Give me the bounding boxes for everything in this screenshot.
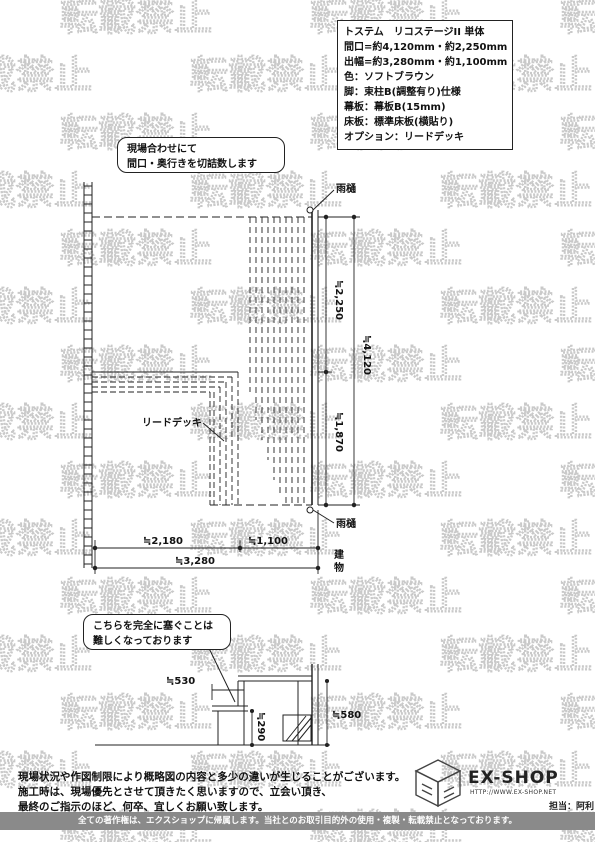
gap-note-line-1: こちらを完全に塞ぐことは [93, 621, 213, 632]
gutter-top-label: 雨樋 [336, 182, 356, 195]
spec-product: トステム リコステージII 単体 [344, 27, 485, 38]
footer-note-2: 施工時は、現場優先とさせて頂きたく思いますので、立会い頂き、 [18, 786, 332, 798]
lead-deck-label: リードデッキ [142, 416, 202, 429]
person-in-charge: 担当：阿利 [549, 802, 595, 812]
spec-floor: 床板：標準床板(横貼り) [344, 117, 454, 128]
copyright-bar: 全ての著作権は、エクスショップに帰属します。当社とのお取引目的外の使用・複製・転… [0, 812, 595, 830]
spec-depth: 出幅=約3,280mm・約1,100mm [344, 57, 508, 68]
spec-width: 間口=約4,120mm・約2,250mm [344, 42, 508, 53]
right-dimensions [318, 214, 360, 508]
building-label-2: 物 [334, 561, 344, 574]
building-wall [83, 182, 93, 568]
brand-name: EX-SHOP [468, 768, 559, 788]
dim-2180: ≒2,180 [143, 536, 183, 547]
gap-note-callout: こちらを完全に塞ぐことは 難しくなっております [83, 614, 231, 650]
gap-note-line-2: 難しくなっております [93, 636, 193, 647]
dim-4120: ≒4,120 [361, 335, 372, 375]
spec-option: オプション：リードデッキ [344, 132, 464, 143]
brand-logo: EX-SHOP HTTP://WWW.EX-SHOP.NET 担当：阿利 [412, 758, 594, 812]
dim-1870: ≒1,870 [333, 412, 344, 452]
footer-note-3: 最終のご指示のほど、何卒、宜しくお願い致します。 [18, 801, 269, 813]
section-view [95, 639, 330, 746]
dim-580: ≒580 [332, 710, 361, 721]
brand-url: HTTP://WWW.EX-SHOP.NET [470, 789, 557, 796]
dim-1100: ≒1,100 [248, 536, 288, 547]
spec-skirt: 幕板：幕板B(15mm) [344, 102, 446, 113]
cube-logo-icon [414, 759, 462, 808]
building-label-1: 建 [333, 548, 345, 561]
site-note-line-1: 現場合わせにて [127, 144, 197, 155]
spec-legs: 脚：束柱B(調整有り)仕様 [344, 87, 461, 98]
site-adjust-callout: 現場合わせにて 間口・奥行きを切詰数します [117, 137, 285, 173]
bottom-dimensions [92, 510, 321, 574]
gutters [306, 189, 335, 524]
lead-deck [92, 371, 239, 505]
spec-box: トステム リコステージII 単体 間口=約4,120mm・約2,250mm 出幅… [337, 20, 513, 150]
spec-color: 色：ソフトブラウン [344, 72, 434, 83]
dim-2250: ≒2,250 [333, 280, 344, 320]
site-note-line-2: 間口・奥行きを切詰数します [127, 159, 257, 170]
dim-290: ≒290 [255, 712, 266, 741]
gutter-bottom-label: 雨樋 [336, 517, 356, 530]
footer-notes: 現場状況や作図制限により概略図の内容と多少の違いが生じることがございます。 施工… [18, 770, 408, 815]
section-dimensions [211, 678, 330, 748]
dim-3280: ≒3,280 [175, 556, 215, 567]
dim-530: ≒530 [166, 676, 195, 687]
footer-note-1: 現場状況や作図制限により概略図の内容と多少の違いが生じることがございます。 [18, 771, 406, 783]
main-deck [92, 210, 319, 506]
